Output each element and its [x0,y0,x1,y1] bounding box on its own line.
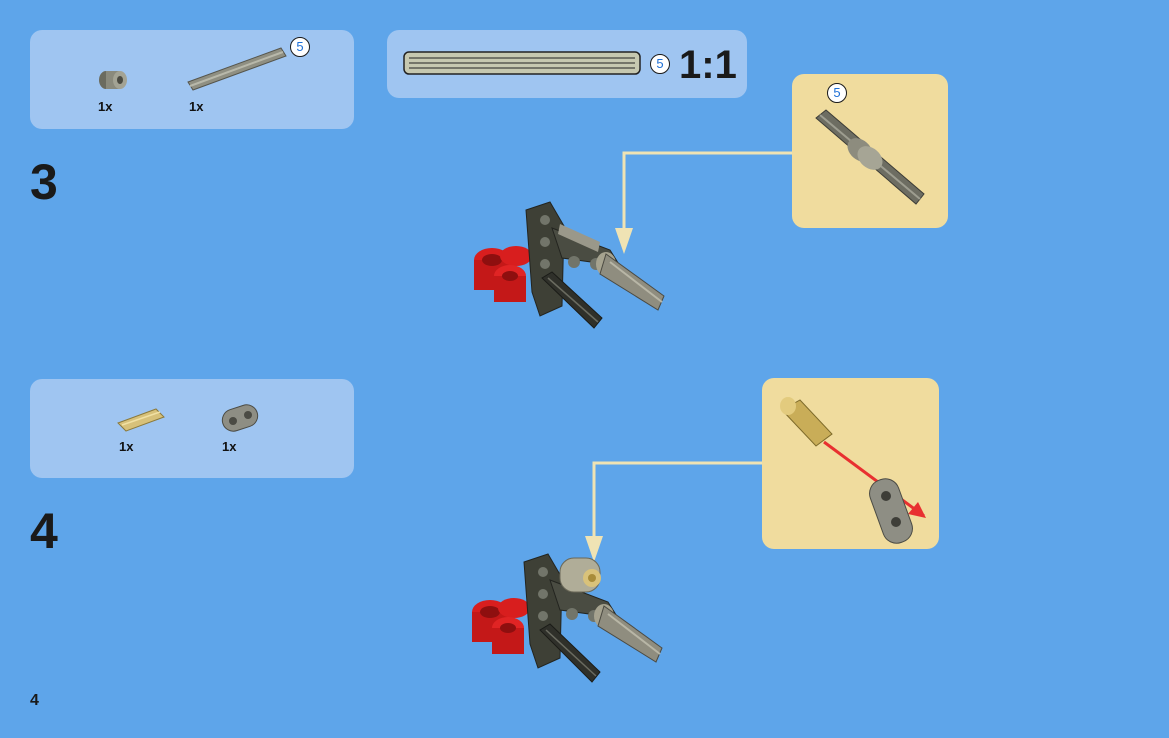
step4-parts-box: 1x 1x [30,379,354,478]
callout-length-badge: 5 [827,83,847,103]
scale-box: 5 1:1 [387,30,747,98]
pin-into-beam-icon [780,397,926,544]
step4-guide-arrow [585,461,762,562]
page-number: 4 [30,692,39,709]
scale-label: 1:1 [679,43,737,87]
axle-qty: 1x [189,99,204,114]
step3-guide-arrow [615,151,792,254]
step3-callout: 5 [792,74,948,228]
axle-part-icon [187,47,287,91]
bush-qty: 1x [98,99,113,114]
step-number-3: 3 [30,154,58,210]
axle-pin-qty: 1x [119,439,134,454]
bush-part-icon [99,71,127,89]
step3-model-drawing [474,201,665,329]
step4-model-drawing [472,553,663,683]
axle-pin-part-icon [117,408,165,432]
beam-part-icon [221,404,259,432]
step-number-4: 4 [30,503,58,559]
axle-with-bush-icon [815,109,925,205]
axle-length-badge: 5 [290,37,310,57]
beam-qty: 1x [222,439,237,454]
step3-parts-box: 1x 1x 5 [30,30,354,129]
step4-callout [762,378,939,549]
axle-scale-drawing [403,51,641,75]
scale-length-badge: 5 [650,54,670,74]
